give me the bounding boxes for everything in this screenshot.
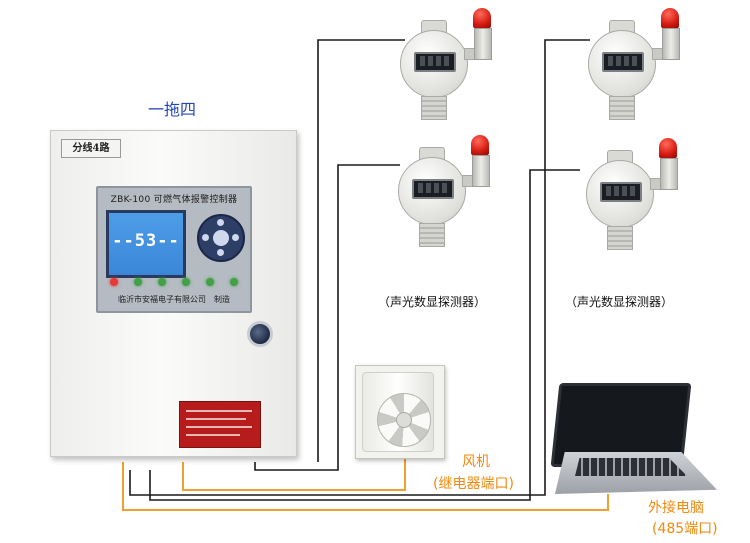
wire-detector-5	[254, 462, 300, 471]
gas-detector	[378, 135, 498, 250]
detector-caption-left: （声光数显探测器）	[378, 295, 487, 309]
computer-sublabel: (485端口)	[652, 521, 718, 537]
lock-knob-icon[interactable]	[247, 321, 273, 347]
wire-computer	[122, 462, 609, 511]
status-led	[134, 278, 142, 286]
wire-detector-4	[149, 169, 580, 501]
exhaust-fan	[355, 365, 445, 459]
gas-detector	[566, 138, 686, 253]
detector-screen	[412, 179, 454, 199]
status-led	[110, 278, 118, 286]
wire-fan	[182, 458, 406, 491]
nameplate	[179, 401, 261, 448]
status-led	[158, 278, 166, 286]
wire-detector-3	[129, 39, 590, 496]
status-leds	[110, 278, 240, 290]
lcd-display: --53--	[106, 210, 186, 278]
status-led	[230, 278, 238, 286]
alarm-lamp-icon	[473, 8, 491, 28]
diagram-title: 一拖四	[148, 100, 197, 119]
alarm-lamp-icon	[471, 135, 489, 155]
fan-label: 风机	[462, 454, 490, 470]
manufacturer-label: 临沂市安福电子有限公司 制造	[118, 295, 230, 304]
panel-title: ZBK-100 可燃气体报警控制器	[110, 195, 238, 205]
detector-screen	[600, 182, 642, 202]
gas-detector	[380, 8, 500, 123]
detector-screen	[414, 52, 456, 72]
route-tag: 分线4路	[61, 139, 121, 158]
status-led	[206, 278, 214, 286]
computer-label: 外接电脑	[648, 500, 704, 516]
gas-detector	[568, 8, 688, 123]
keypad-icon[interactable]	[197, 214, 245, 262]
controller-cabinet: 分线4路 ZBK-100 可燃气体报警控制器 --53-- 临沂市安福电子有限公…	[50, 130, 297, 457]
alarm-lamp-icon	[661, 8, 679, 28]
wire-detector-1	[317, 39, 405, 462]
lcd-value: --53--	[112, 231, 180, 251]
status-led	[182, 278, 190, 286]
detector-screen	[602, 52, 644, 72]
detector-caption-right: （声光数显探测器）	[565, 295, 674, 309]
wire-detector-2	[300, 164, 400, 471]
alarm-lamp-icon	[659, 138, 677, 158]
control-panel: ZBK-100 可燃气体报警控制器 --53-- 临沂市安福电子有限公司 制造	[96, 186, 252, 313]
laptop-keyboard	[575, 458, 687, 476]
fan-sublabel: (继电器端口)	[433, 476, 514, 492]
